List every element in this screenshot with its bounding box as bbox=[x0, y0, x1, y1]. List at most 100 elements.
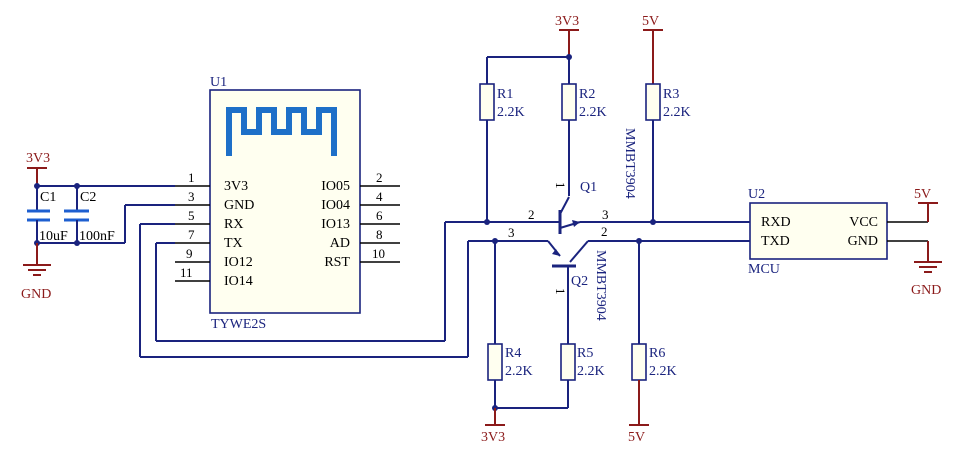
u1-pin-name: IO14 bbox=[224, 274, 253, 289]
u1-pin-number: 6 bbox=[376, 208, 383, 223]
power-5v-bottom: 5V bbox=[628, 424, 649, 445]
u1-pin-number: 3 bbox=[188, 189, 195, 204]
decoupling-section: 3V3 C1 10uF C2 100nF bbox=[21, 151, 175, 302]
u1-pin-number: 9 bbox=[186, 246, 193, 261]
transistor-q2: Q2 3 2 1 MMBT3904 bbox=[495, 224, 750, 321]
q1-pin-number: 3 bbox=[602, 207, 609, 222]
r5-value: 2.2K bbox=[577, 364, 605, 379]
u2-mcu: U2 MCU RXD TXD VCC GND 5V GND bbox=[748, 187, 942, 298]
ground-icon bbox=[914, 261, 942, 273]
q2-pin-number: 1 bbox=[553, 288, 568, 295]
serial-routing bbox=[139, 219, 548, 358]
antenna-trace-icon bbox=[226, 107, 337, 156]
q1-pin-number: 2 bbox=[528, 207, 535, 222]
power-3v3-bottom: 3V3 bbox=[481, 405, 568, 445]
emitter-arrow-icon bbox=[572, 220, 580, 227]
u1-pin-number: 8 bbox=[376, 227, 383, 242]
u1-pin-name: 3V3 bbox=[224, 179, 248, 194]
u2-pin-name: TXD bbox=[761, 234, 790, 249]
u1-module: U1 TYWE2S 1 3V3 3 GND 5 RX 7 TX 9 IO12 bbox=[175, 75, 400, 332]
u1-pin-number: 7 bbox=[188, 227, 195, 242]
q1-pin-number: 1 bbox=[553, 182, 568, 189]
transistor-q1: Q1 2 3 1 MMBT3904 bbox=[528, 128, 750, 234]
u1-pin-8: 8 AD bbox=[330, 227, 400, 251]
c1-value: 10uF bbox=[39, 229, 68, 244]
u1-pin-4: 4 IO04 bbox=[321, 189, 400, 213]
u1-pin-7: 7 TX bbox=[175, 227, 243, 251]
capacitor-c1: C1 10uF bbox=[27, 186, 68, 244]
u1-pin-9: 9 IO12 bbox=[175, 246, 253, 270]
u1-pin-name: RST bbox=[324, 255, 350, 270]
u2-pin-name: VCC bbox=[849, 215, 878, 230]
u1-pin-name: AD bbox=[330, 236, 350, 251]
power-label-3v3: 3V3 bbox=[26, 151, 50, 166]
u1-pin-3: 3 GND bbox=[175, 189, 254, 213]
power-label-gnd: GND bbox=[21, 287, 51, 302]
u1-pin-number: 2 bbox=[376, 170, 383, 185]
u1-pin-5: 5 RX bbox=[175, 208, 243, 232]
u2-pin-name: GND bbox=[848, 234, 878, 249]
u1-pin-number: 5 bbox=[188, 208, 195, 223]
q2-pin-number: 2 bbox=[601, 224, 608, 239]
power-label-3v3-bottom: 3V3 bbox=[481, 430, 505, 445]
r5-designator: R5 bbox=[577, 346, 593, 361]
u2-body bbox=[749, 202, 888, 260]
u1-pin-number: 11 bbox=[180, 265, 193, 280]
r4-value: 2.2K bbox=[505, 364, 533, 379]
power-label-gnd-u2: GND bbox=[911, 283, 941, 298]
resistor-r3: R3 2.2K bbox=[645, 83, 691, 225]
u1-pin-number: 10 bbox=[372, 246, 385, 261]
c2-value: 100nF bbox=[79, 229, 115, 244]
u1-pin-11: 11 IO14 bbox=[175, 265, 253, 289]
u1-pin-6: 6 IO13 bbox=[321, 208, 400, 232]
power-label-5v-top: 5V bbox=[642, 14, 659, 29]
q1-designator: Q1 bbox=[580, 180, 597, 195]
q2-designator: Q2 bbox=[571, 274, 588, 289]
u1-pin-name: IO04 bbox=[321, 198, 350, 213]
u1-part-name: TYWE2S bbox=[211, 317, 266, 332]
r6-designator: R6 bbox=[649, 346, 665, 361]
u1-designator: U1 bbox=[210, 75, 227, 90]
c1-designator: C1 bbox=[40, 190, 56, 205]
u1-pin-name: IO12 bbox=[224, 255, 253, 270]
u1-pin-name: IO05 bbox=[321, 179, 350, 194]
u1-pin-10: 10 RST bbox=[324, 246, 400, 270]
power-label-5v-bottom: 5V bbox=[628, 430, 645, 445]
power-3v3-top: 3V3 bbox=[487, 14, 579, 60]
u1-pin-1: 1 3V3 bbox=[175, 170, 248, 194]
r2-value: 2.2K bbox=[579, 105, 607, 120]
resistor-r4: R4 2.2K bbox=[487, 241, 533, 408]
u2-designator: U2 bbox=[748, 187, 765, 202]
u1-pin-number: 1 bbox=[188, 170, 195, 185]
u1-pin-name: RX bbox=[224, 217, 243, 232]
r6-value: 2.2K bbox=[649, 364, 677, 379]
u1-pin-name: GND bbox=[224, 198, 254, 213]
u2-part-name: MCU bbox=[748, 262, 780, 277]
r3-value: 2.2K bbox=[663, 105, 691, 120]
ground-icon bbox=[23, 264, 51, 276]
power-label-5v-u2: 5V bbox=[914, 187, 931, 202]
u1-pin-number: 4 bbox=[376, 189, 383, 204]
q1-part-name: MMBT3904 bbox=[622, 128, 637, 199]
resistor-r6: R6 2.2K bbox=[631, 238, 677, 425]
r1-value: 2.2K bbox=[497, 105, 525, 120]
c2-designator: C2 bbox=[80, 190, 96, 205]
u1-pin-name: TX bbox=[224, 236, 243, 251]
r4-designator: R4 bbox=[505, 346, 521, 361]
q2-pin-number: 3 bbox=[508, 225, 515, 240]
resistor-r2: R2 2.2K bbox=[561, 57, 607, 196]
capacitor-c2: C2 100nF bbox=[64, 186, 115, 244]
power-label-3v3-top: 3V3 bbox=[555, 14, 579, 29]
resistor-r1: R1 2.2K bbox=[479, 57, 525, 222]
emitter-arrow-icon bbox=[552, 249, 560, 256]
u1-pin-2: 2 IO05 bbox=[321, 170, 400, 194]
power-5v-top: 5V bbox=[642, 14, 663, 84]
q2-part-name: MMBT3904 bbox=[593, 250, 608, 321]
u1-pin-name: IO13 bbox=[321, 217, 350, 232]
r3-designator: R3 bbox=[663, 87, 679, 102]
r1-designator: R1 bbox=[497, 87, 513, 102]
u2-pin-name: RXD bbox=[761, 215, 791, 230]
resistor-r5: R5 2.2K bbox=[560, 290, 605, 408]
r2-designator: R2 bbox=[579, 87, 595, 102]
